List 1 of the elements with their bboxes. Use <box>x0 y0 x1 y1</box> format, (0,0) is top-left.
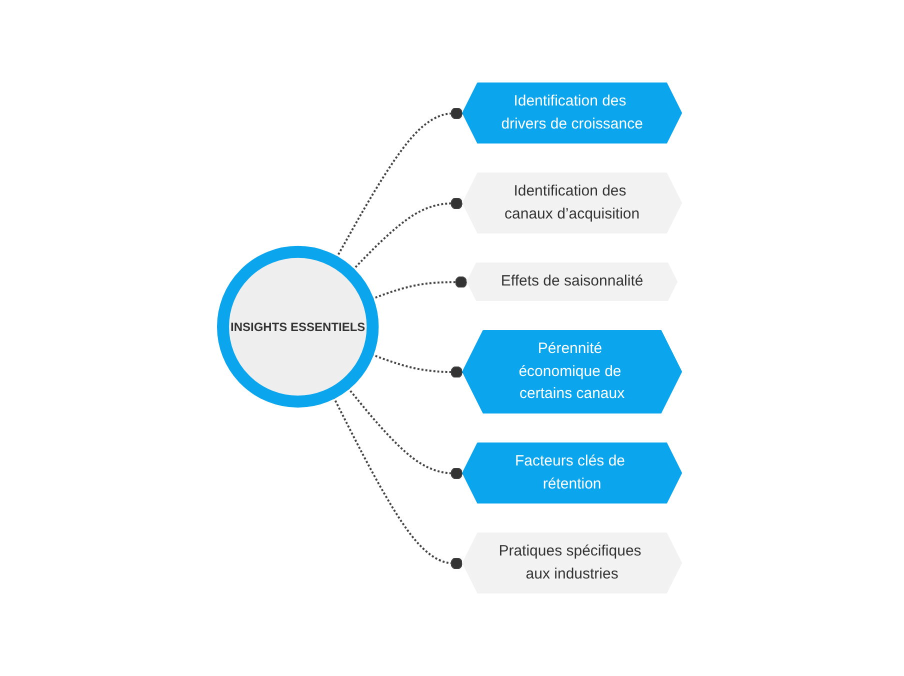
node-circle: INSIGHTS ESSENTIELS <box>216 246 378 408</box>
